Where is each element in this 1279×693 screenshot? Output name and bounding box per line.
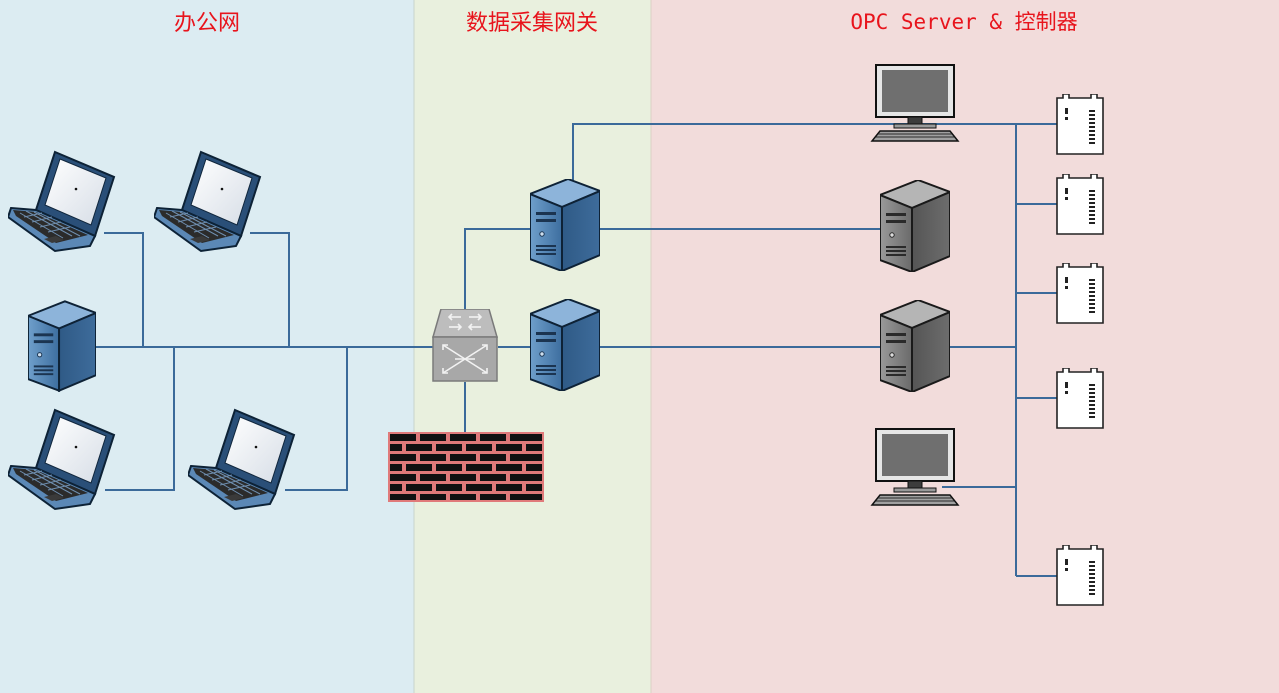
controller-icon: [1056, 174, 1104, 235]
zone-title-opc: OPC Server & 控制器: [850, 10, 1077, 34]
zone-title-office: 办公网: [174, 11, 240, 36]
controller-icon: [1056, 368, 1104, 429]
zone-title-gateway: 数据采集网关: [466, 11, 598, 36]
network-links: [95, 123, 1058, 577]
server-icon: [880, 180, 950, 272]
link-laptop-2: [250, 232, 290, 347]
controller-icon: [1056, 94, 1104, 155]
link-laptop-3: [105, 347, 175, 491]
firewall-icon: [388, 432, 544, 502]
server-icon: [880, 300, 950, 392]
controller-icon: [1056, 263, 1104, 324]
server-icon: [530, 299, 600, 391]
link-laptop-1: [104, 232, 144, 347]
server-icon: [530, 179, 600, 271]
server-icon: [28, 300, 96, 392]
switch-icon: [432, 309, 498, 382]
link-switch-upper-server: [464, 228, 534, 312]
link-laptop-4: [285, 347, 348, 491]
controller-icon: [1056, 545, 1104, 606]
